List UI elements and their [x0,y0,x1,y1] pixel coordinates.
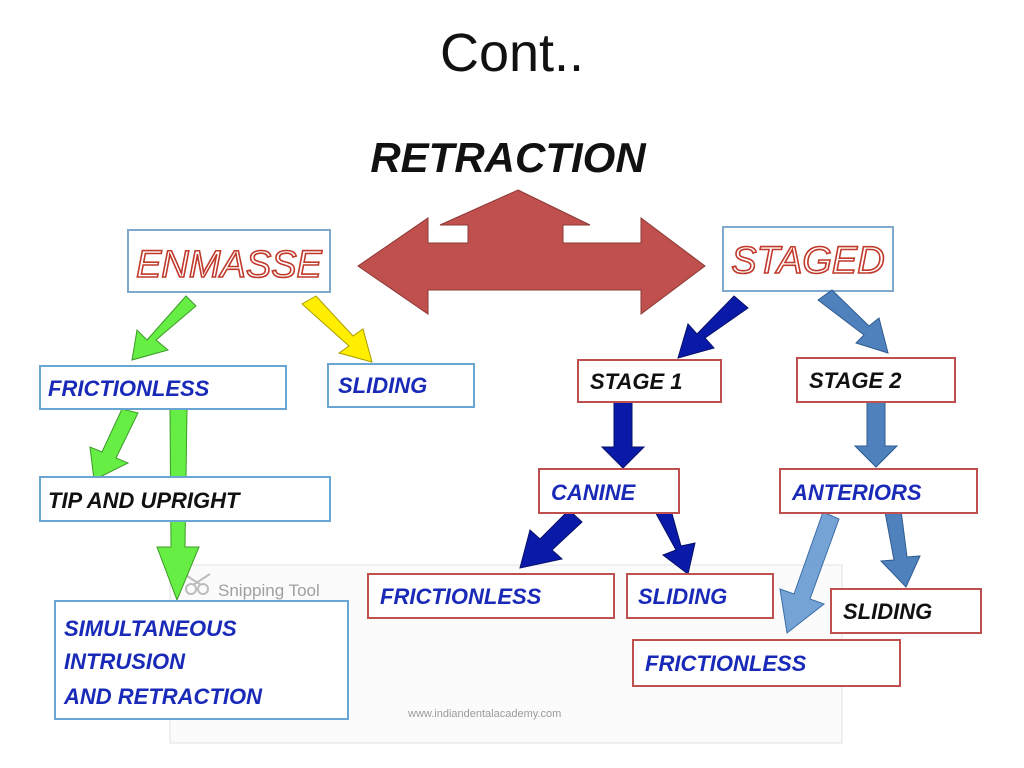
steel-arrow-to-stage2 [817,289,889,354]
stage1-label: STAGE 1 [590,369,683,394]
tip-and-upright-label: TIP AND UPRIGHT [48,488,241,513]
enmasse-box: ENMASSE [127,229,331,293]
sliding-anteriors-box: SLIDING [830,588,982,634]
sliding-left-label: SLIDING [338,373,427,398]
main-split-arrow [357,189,706,315]
enmasse-label: ENMASSE [136,244,322,286]
anteriors-box: ANTERIORS [779,468,978,514]
frictionless-anteriors-label: FRICTIONLESS [645,651,807,676]
snipping-tool-label: Snipping Tool [218,581,320,600]
canine-box: CANINE [538,468,680,514]
frictionless-left-label: FRICTIONLESS [48,376,210,401]
simultaneous-box: SIMULTANEOUS INTRUSION AND RETRACTION [54,600,349,720]
stage2-label: STAGE 2 [809,368,902,393]
green-arrow-to-tip-upright [89,408,139,481]
frictionless-anteriors-box: FRICTIONLESS [632,639,901,687]
sliding-anteriors-label: SLIDING [843,599,932,624]
steel-arrow-to-anteriors [853,401,899,468]
steel-arrow-to-sliding-anteriors [879,509,921,588]
simultaneous-line-3: AND RETRACTION [63,684,263,709]
green-arrow-to-frictionless [131,295,197,361]
frictionless-canine-label: FRICTIONLESS [380,584,542,609]
navy-arrow-to-canine [600,401,646,469]
canine-label: CANINE [551,480,637,505]
sliding-canine-label: SLIDING [638,584,727,609]
navy-arrow-to-stage1 [677,295,749,359]
navy-arrow-to-frictionless-canine [519,509,583,569]
steel-arrow-to-frictionless-anteriors [779,511,840,634]
frictionless-left-box: FRICTIONLESS [39,365,287,410]
stage2-box: STAGE 2 [796,357,956,403]
simultaneous-line-1: SIMULTANEOUS [64,616,237,641]
sliding-canine-box: SLIDING [626,573,774,619]
slide-title: Cont.. [439,23,585,83]
staged-label: STAGED [731,240,884,282]
watermark: www.indiandentalacademy.com [407,708,561,720]
root-retraction: RETRACTION [370,134,647,181]
anteriors-label: ANTERIORS [791,480,922,505]
simultaneous-line-2: INTRUSION [64,649,186,674]
stage1-box: STAGE 1 [577,359,722,403]
frictionless-canine-box: FRICTIONLESS [367,573,615,619]
staged-box: STAGED [722,226,894,292]
tip-and-upright-box: TIP AND UPRIGHT [39,476,331,522]
yellow-arrow-to-sliding [301,295,373,363]
sliding-left-box: SLIDING [327,363,475,408]
